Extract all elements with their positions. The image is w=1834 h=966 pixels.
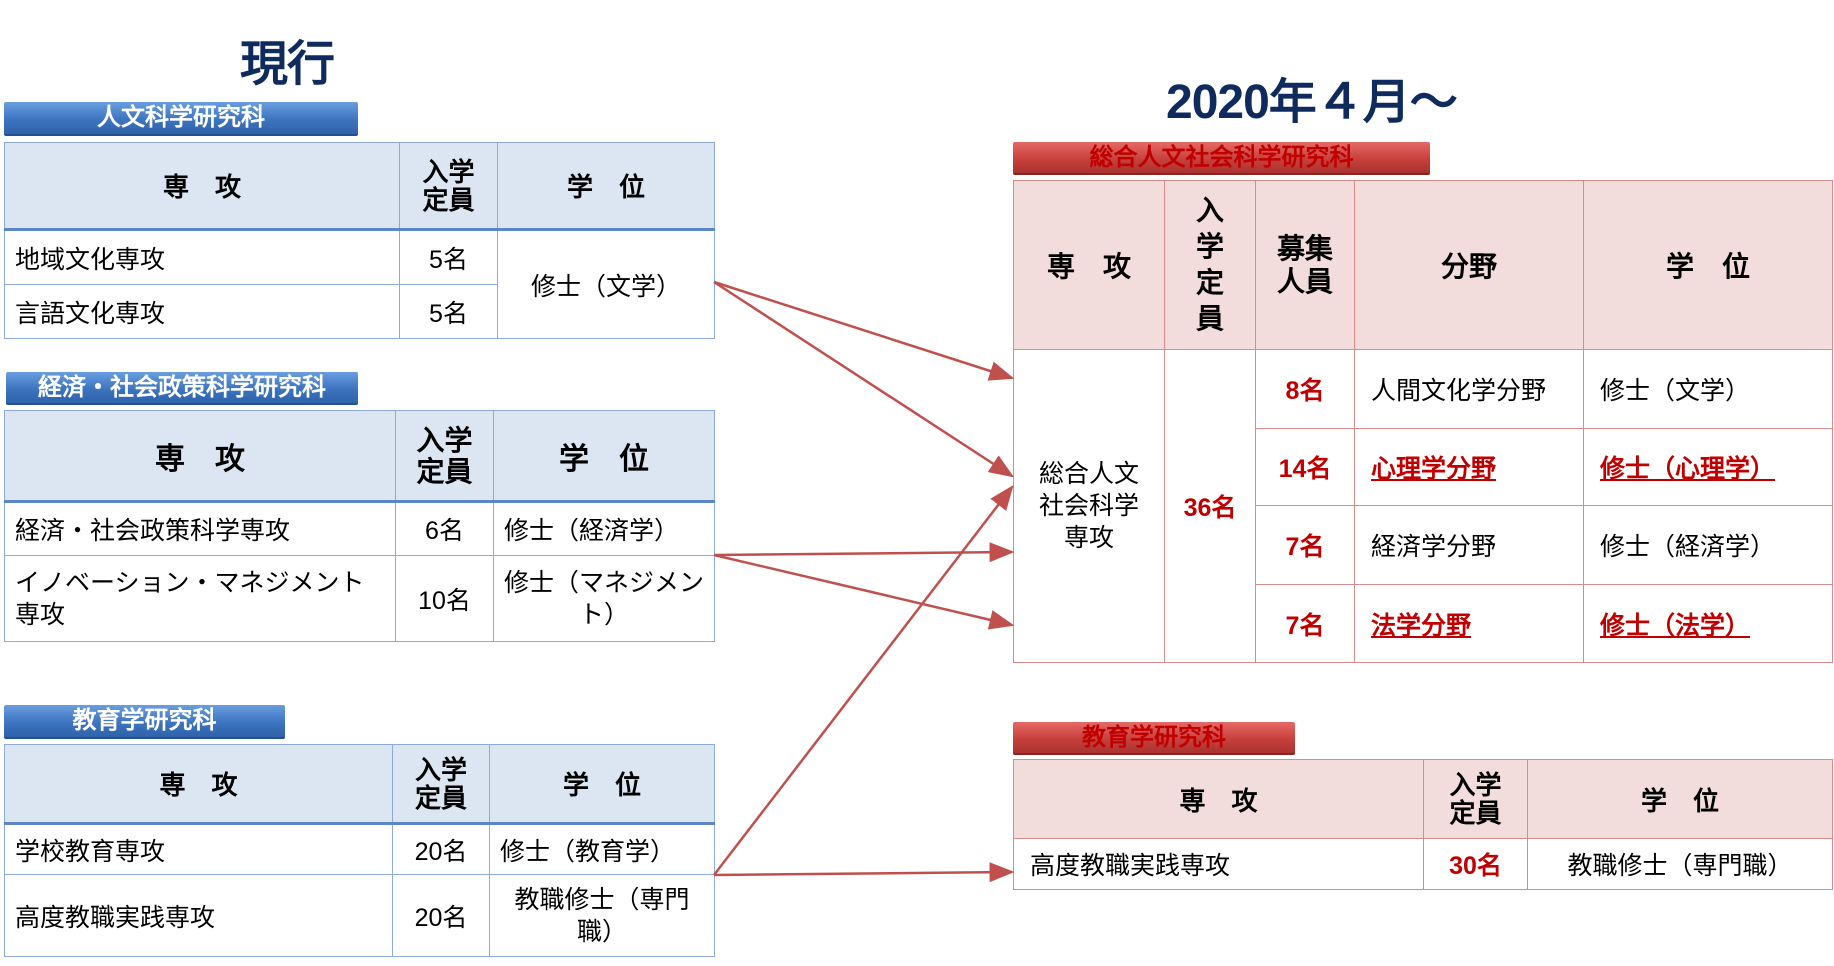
- major: 総合人文社会科学専攻: [1013, 349, 1165, 663]
- recruit-count: 8名: [1255, 349, 1355, 429]
- current-title: 現行: [240, 38, 335, 91]
- degree: 修士（教育学）: [489, 823, 715, 875]
- header-recruit: 募集人員: [1255, 180, 1355, 350]
- sogo-table: 専 攻 入学定員 募集人員 分野 学 位 総合人文社会科学専攻 36名 8名 人…: [1013, 180, 1833, 663]
- degree: 修士（心理学）: [1600, 455, 1776, 483]
- arrow-chiiki-to-ningen: [713, 280, 1015, 381]
- header-major: 専 攻: [4, 410, 396, 503]
- header-major: 専 攻: [4, 142, 400, 231]
- degree: 教職修士（専門職）: [489, 874, 715, 957]
- recruit-count: 7名: [1255, 584, 1355, 663]
- future-kyoiku-table: 専 攻 入学定員 学 位 高度教職実践専攻 30名 教職修士（専門職）: [1013, 759, 1833, 890]
- table-row: 地域文化専攻 5名 修士（文学）: [4, 229, 715, 339]
- future-title: 2020年４月～: [1166, 76, 1458, 129]
- header-major: 専 攻: [1013, 180, 1165, 350]
- future-kyoiku-label: 教育学研究科: [1013, 722, 1295, 755]
- degree: 教職修士（専門職）: [1527, 838, 1833, 890]
- table-row: イノベーション・マネジメント専攻 10名 修士（マネジメント）: [4, 555, 715, 642]
- header-degree: 学 位: [489, 744, 715, 825]
- arrow-keizai-to-keizai: [713, 542, 1015, 563]
- field-cell: 心理学分野: [1354, 428, 1584, 506]
- keizai-label: 経済・社会政策科学研究科: [6, 372, 358, 405]
- header-capacity: 入学定員: [1423, 759, 1528, 839]
- table-row: 経済・社会政策科学専攻 6名 修士（経済学）: [4, 501, 715, 556]
- arrow-kyoiku-to-sogo: [713, 485, 1014, 876]
- header-capacity: 入学定員: [399, 142, 498, 231]
- field: 人間文化学分野: [1354, 349, 1584, 429]
- table-row: 7名 経済学分野 修士（経済学）: [1014, 505, 1833, 585]
- header-degree: 学 位: [497, 142, 715, 231]
- major: 学校教育専攻: [4, 823, 393, 875]
- field: 心理学分野: [1371, 455, 1497, 483]
- capacity: 20名: [392, 823, 490, 875]
- major: 高度教職実践専攻: [1013, 838, 1424, 890]
- recruit-count: 14名: [1255, 428, 1355, 506]
- major: イノベーション・マネジメント専攻: [4, 555, 396, 642]
- capacity: 30名: [1423, 838, 1528, 890]
- arrow-gengo-to-sogo: [713, 280, 1015, 478]
- table-row: 14名 心理学分野 修士（心理学）: [1014, 428, 1833, 506]
- degree-cell: 修士（法学）: [1583, 584, 1833, 663]
- table-row: 高度教職実践専攻 30名 教職修士（専門職）: [1013, 838, 1833, 890]
- table-row: 学校教育専攻 20名 修士（教育学）: [4, 823, 715, 875]
- capacity: 5名: [399, 284, 498, 339]
- field: 法学分野: [1371, 611, 1472, 640]
- jinbun-label: 人文科学研究科: [4, 102, 358, 136]
- degree: 修士（法学）: [1600, 611, 1751, 640]
- degree: 修士（文学）: [497, 229, 715, 339]
- degree: 修士（経済学）: [493, 501, 715, 556]
- jinbun-table: 専 攻 入学定員 学 位 地域文化専攻 5名 修士（文学） 言語文化専攻 5名: [4, 142, 715, 339]
- degree-cell: 修士（心理学）: [1583, 428, 1833, 506]
- header-capacity: 入学定員: [392, 744, 490, 825]
- header-degree: 学 位: [1527, 759, 1833, 839]
- table-row: 高度教職実践専攻 20名 教職修士（専門職）: [4, 874, 715, 957]
- header-field: 分野: [1354, 180, 1584, 350]
- table-row: 7名 法学分野 修士（法学）: [1014, 584, 1833, 663]
- capacity: 5名: [399, 229, 498, 285]
- recruit-count: 7名: [1255, 505, 1355, 585]
- keizai-table: 専 攻 入学定員 学 位 経済・社会政策科学専攻 6名 修士（経済学） イノベー…: [4, 410, 715, 642]
- header-degree: 学 位: [1583, 180, 1833, 350]
- field-cell: 法学分野: [1354, 584, 1584, 663]
- kyoiku-table: 専 攻 入学定員 学 位 学校教育専攻 20名 修士（教育学） 高度教職実践専攻…: [4, 744, 715, 957]
- field: 経済学分野: [1354, 505, 1584, 585]
- major: 言語文化専攻: [4, 284, 400, 339]
- major: 経済・社会政策科学専攻: [4, 501, 396, 556]
- degree: 修士（経済学）: [1583, 505, 1833, 585]
- sogo-label: 総合人文社会科学研究科: [1013, 142, 1430, 175]
- capacity: 36名: [1164, 349, 1256, 663]
- arrow-innovation-to-hogaku: [713, 553, 1015, 630]
- major: 高度教職実践専攻: [4, 874, 393, 957]
- degree: 修士（マネジメント）: [493, 555, 715, 642]
- kyoiku-label: 教育学研究科: [4, 705, 285, 739]
- table-row: 言語文化専攻 5名: [4, 284, 715, 339]
- capacity: 20名: [392, 874, 490, 957]
- table-row: 総合人文社会科学専攻 36名 8名 人間文化学分野 修士（文学）: [1013, 349, 1833, 663]
- capacity: 10名: [395, 555, 494, 642]
- arrow-kodo-to-kodo: [713, 862, 1015, 883]
- header-major: 専 攻: [4, 744, 393, 825]
- header-degree: 学 位: [493, 410, 715, 503]
- header-major: 専 攻: [1013, 759, 1424, 839]
